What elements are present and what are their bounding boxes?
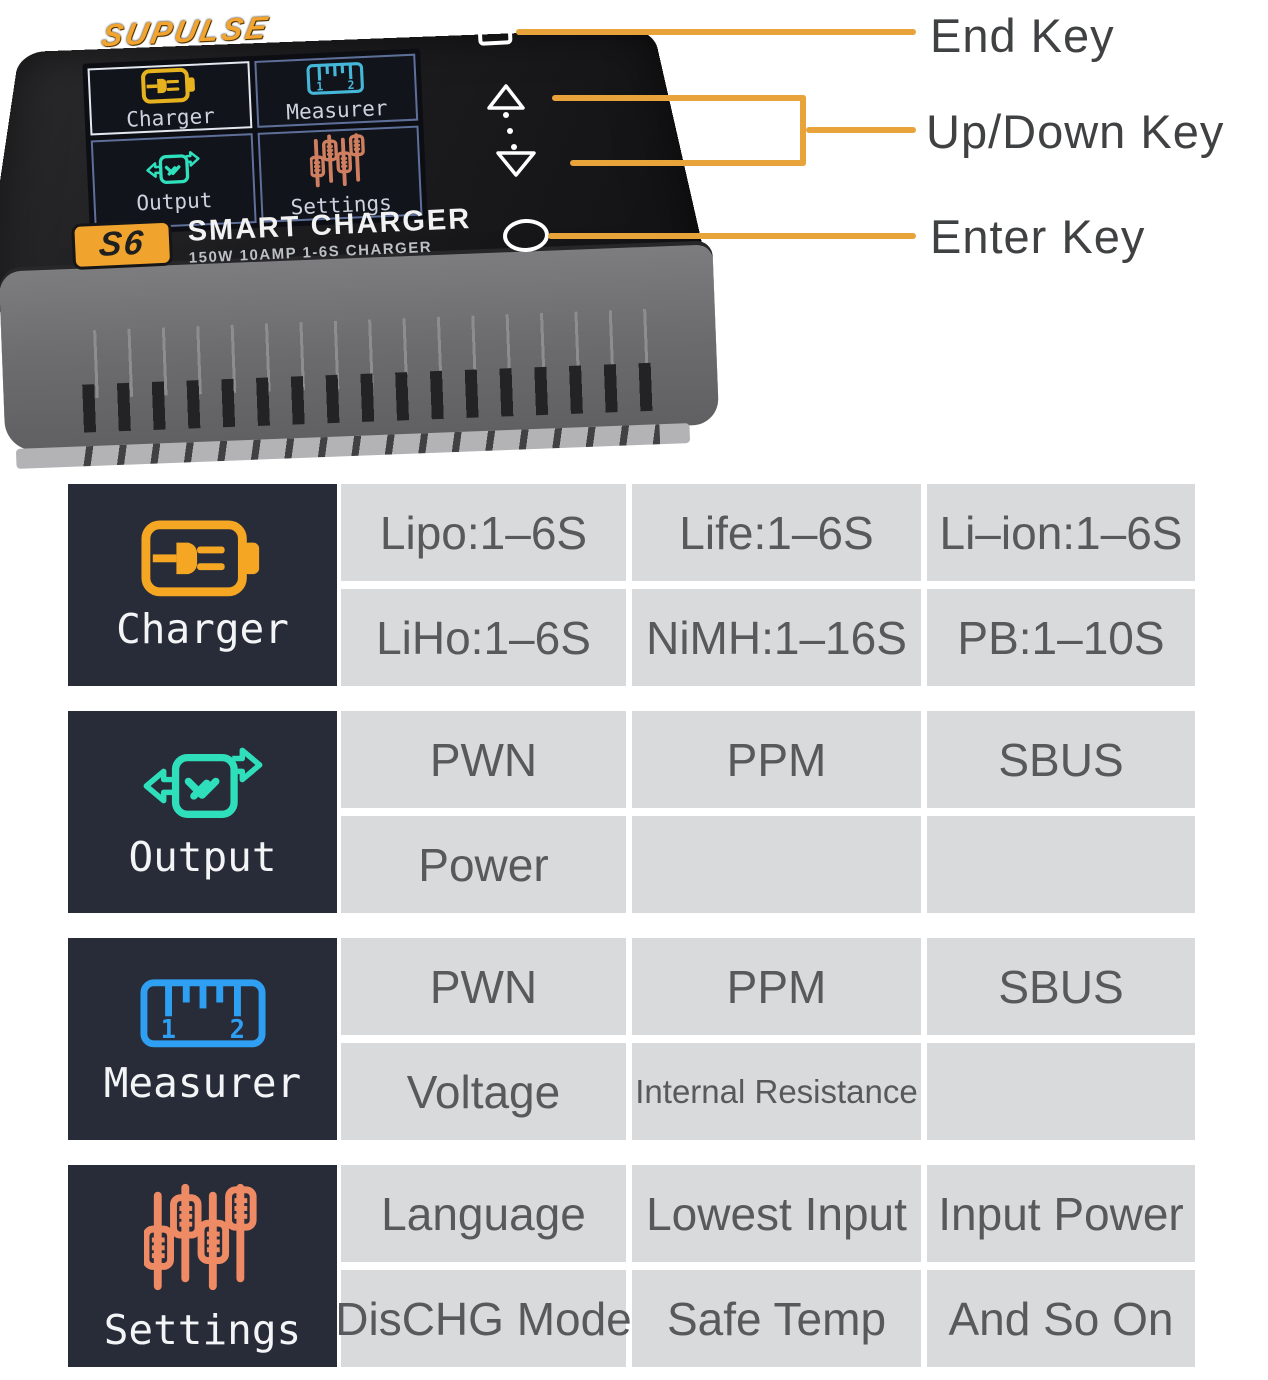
- feature-tile-measurer: 1 2 Measurer: [68, 938, 337, 1140]
- indicator-dot: [511, 144, 517, 150]
- feature-cell: Safe Temp: [632, 1270, 921, 1367]
- end-key-label: End Key: [930, 9, 1115, 62]
- down-key-button[interactable]: [495, 150, 537, 178]
- svg-text:1: 1: [160, 1015, 175, 1045]
- end-key-button[interactable]: [477, 20, 513, 46]
- charger-device-photo: SUPULSE Charger 1 2 Measurer: [0, 0, 740, 470]
- feature-tile-label: Output: [128, 833, 277, 882]
- feature-cell: And So On: [927, 1270, 1195, 1367]
- updown-bracket-line: [800, 95, 806, 166]
- svg-text:2: 2: [347, 78, 355, 92]
- screen-tile-label: Measurer: [285, 96, 388, 126]
- feature-cell: PPM: [632, 938, 921, 1035]
- screen-tile-charger[interactable]: Charger: [87, 61, 252, 136]
- feature-cell: PPM: [632, 711, 921, 808]
- model-badge: S6: [71, 219, 174, 270]
- feature-tile-output: Output: [68, 711, 337, 913]
- screen-tile-measurer[interactable]: 1 2 Measurer: [253, 53, 419, 129]
- svg-text:2: 2: [229, 1015, 244, 1045]
- feature-cell: Life:1–6S: [632, 484, 921, 581]
- updown-callout-line: [806, 127, 916, 133]
- feature-cell: Language: [341, 1165, 626, 1262]
- feature-cell: Power: [341, 816, 626, 913]
- up-key-callout-line: [552, 95, 806, 101]
- feature-tile-label: Measurer: [103, 1059, 302, 1108]
- ruler-icon: 1 2: [306, 58, 366, 98]
- feature-cell: PWN: [341, 711, 626, 808]
- down-key-callout-line: [570, 160, 806, 166]
- feature-cell: Voltage: [341, 1043, 626, 1140]
- feature-cell: Li–ion:1–6S: [927, 484, 1195, 581]
- feature-cell: [927, 1043, 1195, 1140]
- svg-text:1: 1: [316, 79, 324, 93]
- output-transfer-icon: [143, 149, 203, 190]
- output-transfer-icon: [139, 743, 267, 827]
- feature-tile-label: Charger: [116, 605, 289, 654]
- indicator-dot: [507, 128, 513, 134]
- screen-tile-settings[interactable]: Settings: [257, 126, 423, 224]
- up-key-button[interactable]: [486, 83, 526, 111]
- feature-cell: LiHo:1–6S: [341, 589, 626, 686]
- up-down-key-label: Up/Down Key: [926, 105, 1225, 158]
- feature-cell: SBUS: [927, 711, 1195, 808]
- screen-tile-label: Charger: [125, 104, 216, 133]
- feature-cell: PB:1–10S: [927, 589, 1195, 686]
- enter-key-label: Enter Key: [930, 210, 1146, 263]
- feature-tile-label: Settings: [103, 1305, 302, 1354]
- model-badge-text: S6: [97, 223, 147, 264]
- screen-tile-label: Output: [135, 188, 213, 216]
- indicator-dot: [503, 112, 509, 118]
- feature-cell: [632, 816, 921, 913]
- sliders-icon: [309, 130, 370, 192]
- feature-cell: [927, 816, 1195, 913]
- battery-plug-icon: [139, 517, 267, 600]
- feature-cell: PWN: [341, 938, 626, 1035]
- feature-tile-charger: Charger: [68, 484, 337, 686]
- feature-cell: Input Power: [927, 1165, 1195, 1262]
- sliders-icon: [143, 1178, 262, 1300]
- feature-cell: SBUS: [927, 938, 1195, 1035]
- device-screen: Charger 1 2 Measurer Output: [82, 48, 428, 236]
- feature-cell: NiMH:1–16S: [632, 589, 921, 686]
- device-front-face: [0, 244, 720, 452]
- feature-cell: Lipo:1–6S: [341, 484, 626, 581]
- feature-cell: Lowest Input: [632, 1165, 921, 1262]
- screen-tile-output[interactable]: Output: [90, 133, 257, 231]
- feature-cell: DisCHG Mode: [335, 1270, 632, 1367]
- ruler-icon: 1 2: [139, 971, 267, 1054]
- feature-tile-settings: Settings: [68, 1165, 337, 1367]
- battery-plug-icon: [139, 66, 199, 106]
- enter-key-callout-line: [548, 233, 916, 239]
- end-key-callout-line: [516, 29, 916, 35]
- feature-cell: Internal Resistance: [632, 1043, 921, 1140]
